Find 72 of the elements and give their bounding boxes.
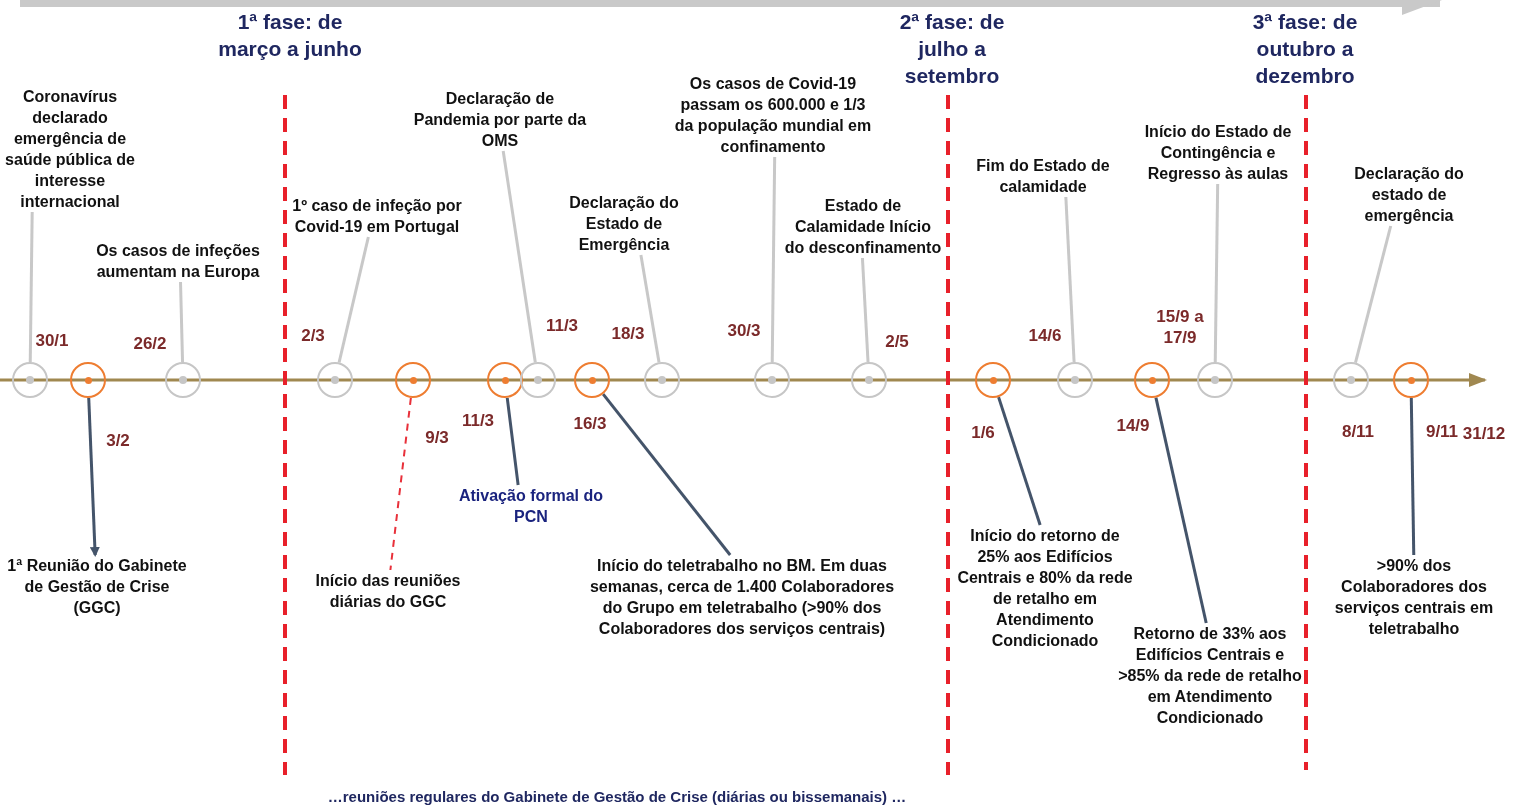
timeline-marker [754, 362, 790, 398]
date-label: 11/3 [545, 314, 579, 336]
event-text: Coronavírus declarado emergência de saúde pública de interesse internacional [0, 86, 140, 212]
leader-line [179, 281, 185, 363]
timeline-marker [1134, 362, 1170, 398]
timeline-marker [1393, 362, 1429, 398]
timeline-marker [1057, 362, 1093, 398]
event-text: Fim do Estado de calamidade [963, 155, 1123, 197]
phase-heading: 3ª fase: de outubro a dezembro [1251, 9, 1359, 89]
date-label: 9/11 [1425, 420, 1459, 442]
date-label: 1/6 [971, 421, 995, 443]
date-label: 26/2 [133, 332, 167, 354]
timeline-marker [1333, 362, 1369, 398]
timeline-marker [165, 362, 201, 398]
date-label: 30/3 [727, 319, 761, 341]
footer-note: …reuniões regulares do Gabinete de Gestão de Crise (diárias ou bissemanais) … [327, 788, 907, 805]
date-label: 30/1 [35, 329, 69, 351]
timeline-marker [851, 362, 887, 398]
phase-heading: 2ª fase: de julho a setembro [898, 9, 1006, 89]
event-text: Declaração do Estado de Emergência [554, 192, 694, 255]
timeline-marker [520, 362, 556, 398]
date-label: 11/3 [461, 409, 495, 431]
event-text: Retorno de 33% aos Edifícios Centrais e >85% da rede de retalho em Atendimento Condicionado [1117, 623, 1303, 728]
event-text: Os casos de Covid-19 passam os 600.000 e 1/3 da população mundial em confinamento [673, 73, 873, 157]
timeline-marker [574, 362, 610, 398]
event-text: Os casos de infeções aumentam na Europa [78, 240, 278, 282]
event-text: Início das reuniões diárias do GGC [295, 570, 481, 612]
event-text: 1ª Reunião do Gabinete de Gestão de Crise (GGC) [2, 555, 192, 618]
leader-line [639, 254, 661, 363]
leader-line [337, 236, 370, 363]
leader-line [1154, 397, 1208, 624]
leader-line [1064, 196, 1076, 363]
timeline-marker [70, 362, 106, 398]
phase-heading: 1ª fase: de março a junho [217, 9, 363, 62]
timeline-marker [644, 362, 680, 398]
leader-line [997, 396, 1042, 526]
event-text: Declaração do estado de emergência [1334, 163, 1484, 226]
date-label: 18/3 [611, 322, 645, 344]
event-text: Ativação formal do PCN [441, 485, 621, 527]
leader-line [770, 156, 777, 362]
date-label: 9/3 [425, 426, 449, 448]
date-label: 8/11 [1341, 420, 1375, 442]
leader-line [501, 150, 537, 363]
leader-line [389, 396, 412, 571]
date-label: 31/12 [1462, 422, 1506, 444]
date-label: 2/3 [301, 324, 325, 346]
timeline-marker [12, 362, 48, 398]
date-label: 2/5 [885, 330, 909, 352]
event-text: Início do Estado de Contingência e Regresso às aulas [1133, 121, 1303, 184]
timeline-marker [1197, 362, 1233, 398]
date-label: 16/3 [573, 412, 607, 434]
event-text: Início do teletrabalho no BM. Em duas semanas, cerca de 1.400 Colaboradores do Grupo em teletrabalho (>90% dos Colaboradores dos serviços centrais) [582, 555, 902, 639]
date-label: 14/6 [1028, 324, 1062, 346]
timeline-marker [395, 362, 431, 398]
leader-line [505, 397, 520, 486]
date-label: 14/9 [1116, 414, 1150, 436]
event-text: Declaração de Pandemia por parte da OMS [407, 88, 593, 151]
leader-line [1409, 397, 1416, 556]
timeline-marker [317, 362, 353, 398]
event-text: 1º caso de infeção por Covid-19 em Portugal [289, 195, 465, 237]
leader-line [860, 257, 870, 363]
event-text: Estado de Calamidade Início do desconfinamento [783, 195, 943, 258]
leader-line [601, 393, 732, 556]
leader-line [28, 211, 34, 363]
date-label: 3/2 [106, 429, 130, 451]
leader-line [1354, 225, 1393, 363]
timeline-marker [487, 362, 523, 398]
date-label: 15/9 a 17/9 [1155, 306, 1205, 348]
leader-line [1213, 183, 1220, 363]
arrow [87, 397, 100, 557]
timeline-marker [975, 362, 1011, 398]
event-text: >90% dos Colaboradores dos serviços centrais em teletrabalho [1321, 555, 1507, 639]
